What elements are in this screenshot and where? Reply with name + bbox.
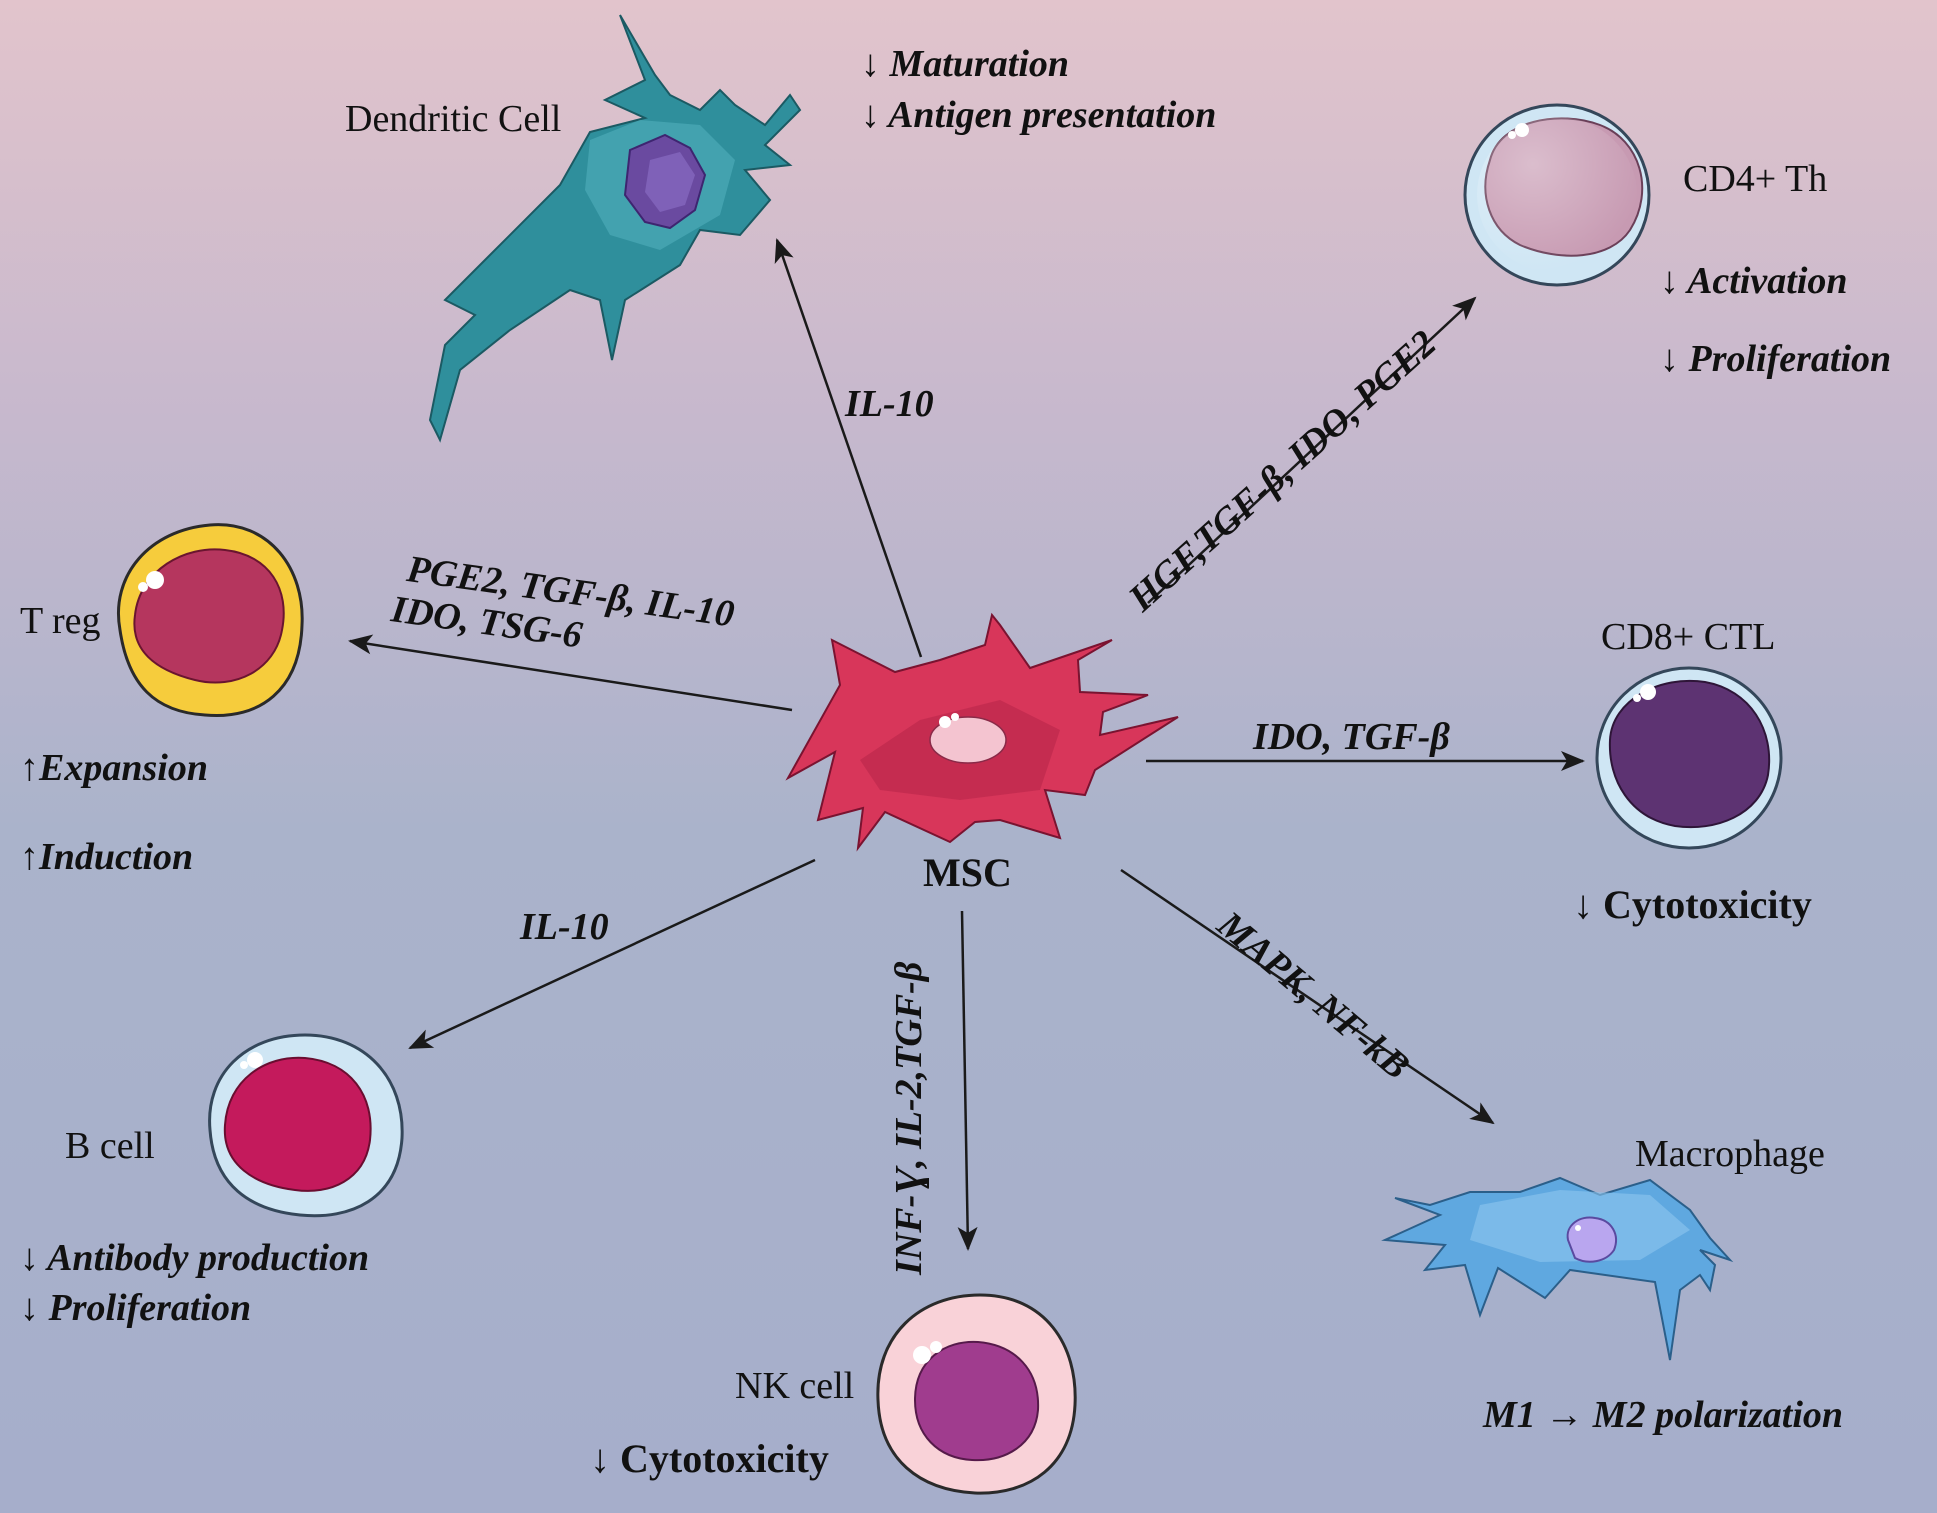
- treg-cell-label: T reg: [20, 600, 101, 642]
- bcell-cell-label: B cell: [65, 1125, 155, 1167]
- factor-to-bcell: IL-10: [520, 906, 609, 948]
- bcell-effect-1: ↓ Antibody production: [20, 1237, 370, 1279]
- cd8-cell: [1595, 666, 1783, 850]
- cd4-cell-label: CD4+ Th: [1683, 158, 1828, 200]
- msc-cell: [785, 612, 1179, 852]
- macrophage-cell: [1381, 1176, 1734, 1361]
- msc-label: MSC: [923, 850, 1012, 895]
- macrophage-cell-label: Macrophage: [1635, 1133, 1825, 1175]
- arrows: [348, 238, 1585, 1251]
- nk-effect-1: ↓ Cytotoxicity: [590, 1436, 829, 1481]
- bcell-effect-2: ↓ Proliferation: [20, 1287, 252, 1329]
- bcell-cell: [208, 1033, 404, 1218]
- factor-to-cd8: IDO, TGF-β: [1253, 716, 1450, 758]
- dendritic-effect-1: ↓ Maturation: [861, 43, 1070, 85]
- cd4-effect-2: ↓ Proliferation: [1660, 338, 1892, 380]
- cd4-effect-1: ↓ Activation: [1660, 260, 1848, 302]
- treg-effect-2: ↑Induction: [20, 836, 194, 878]
- arrow-msc-to-cd4: [1147, 296, 1477, 604]
- dendritic-effect-2: ↓ Antigen presentation: [861, 94, 1217, 136]
- nk-cell: [876, 1293, 1077, 1495]
- arrow-msc-to-bcell: [408, 858, 816, 1050]
- arrow-msc-to-macrophage: [1120, 868, 1495, 1125]
- arrow-msc-to-nk: [957, 910, 978, 1251]
- cd8-effect-1: ↓ Cytotoxicity: [1573, 882, 1812, 927]
- arrow-msc-to-dendritic: [774, 238, 923, 658]
- macrophage-effect-1: M1 → M2 polarization: [1483, 1394, 1844, 1436]
- cd4-cell: [1463, 103, 1651, 287]
- factor-to-dendritic: IL-10: [845, 383, 934, 425]
- cd8-cell-label: CD8+ CTL: [1601, 616, 1776, 658]
- dendritic-cell-label: Dendritic Cell: [345, 98, 562, 140]
- arrow-msc-to-treg: [348, 634, 793, 712]
- treg-effect-1: ↑Expansion: [20, 747, 208, 789]
- treg-cell: [117, 523, 304, 718]
- dendritic-cell: [428, 14, 802, 443]
- factor-to-nk: INF-Ɣ, IL-2,TGF-β: [888, 961, 930, 1275]
- nk-cell-label: NK cell: [735, 1365, 855, 1407]
